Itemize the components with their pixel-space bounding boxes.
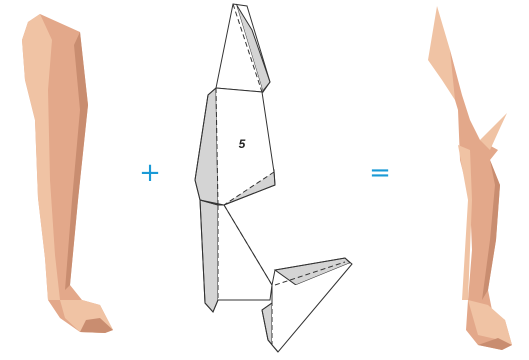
template-foot-panel: [261, 257, 353, 353]
leg-piece-before: [22, 14, 113, 333]
template-lower-panel: [199, 199, 273, 313]
leg-piece-after: [428, 6, 512, 350]
piece-number-label: 5: [239, 137, 246, 151]
paper-template: 5: [194, 3, 353, 353]
template-top-panel: [215, 3, 271, 94]
plus-operator: +: [139, 158, 161, 188]
equals-operator: =: [369, 158, 391, 188]
template-numbered-panel: 5: [194, 86, 276, 206]
